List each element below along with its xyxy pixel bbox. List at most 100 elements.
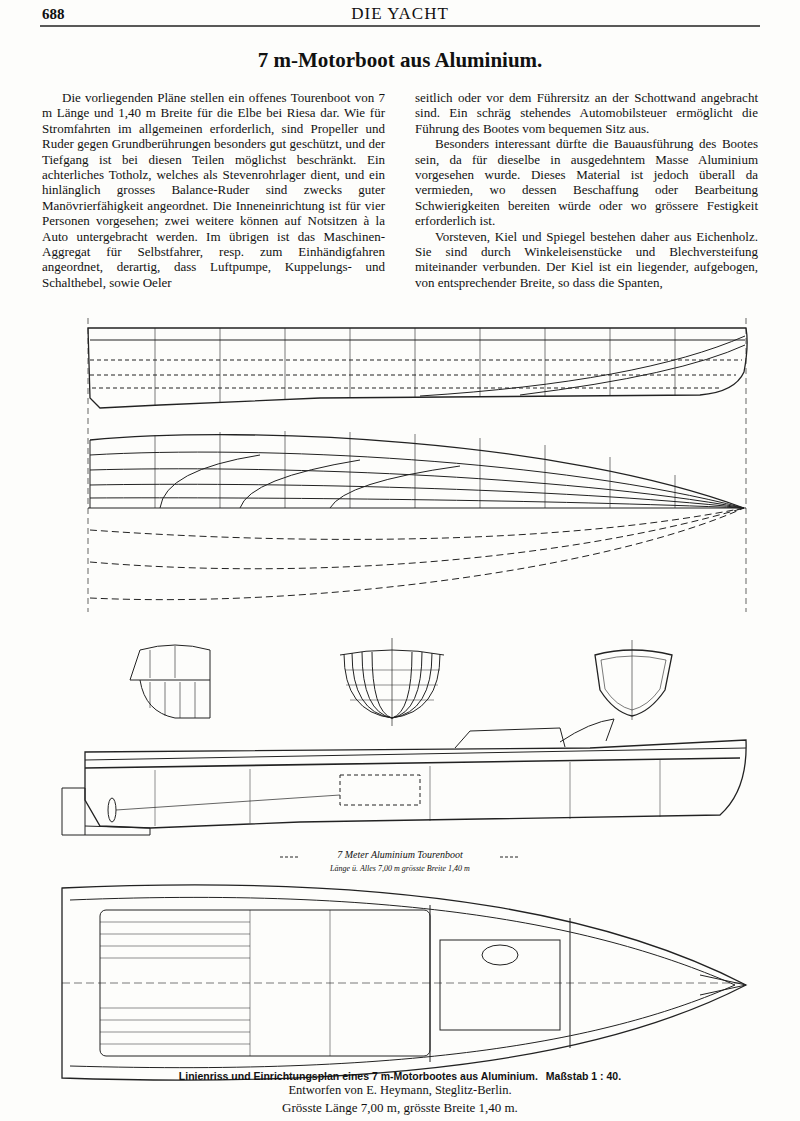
null	[150, 682, 151, 708]
null	[350, 432, 351, 508]
body-sections	[344, 654, 440, 718]
body-sections	[595, 650, 672, 716]
arrangement-profile	[62, 788, 85, 835]
null	[195, 682, 196, 718]
text-column: Die vorliegenden Pläne stellen ein offen…	[42, 90, 385, 290]
null	[285, 431, 286, 508]
half-breadth-plan	[90, 498, 744, 508]
null	[100, 946, 250, 947]
half-breadth-plan	[90, 508, 744, 569]
null	[480, 438, 481, 508]
dimension-note: Länge ü. Alles 7,00 m grösste Breite 1,4…	[0, 864, 800, 873]
sheer-plan	[746, 318, 747, 612]
page-rule	[40, 25, 760, 26]
text-column: seitlich oder vor dem Führersitz an der …	[415, 90, 758, 290]
sheer-plan	[420, 336, 745, 396]
null	[350, 700, 434, 701]
sheer-plan	[90, 360, 742, 361]
plan-view	[100, 910, 430, 1056]
null	[330, 910, 331, 1056]
arrangement-profile	[560, 719, 614, 742]
null	[155, 435, 156, 508]
designer-note: Entworfen von E. Heymann, Steglitz-Berli…	[0, 1083, 800, 1098]
page-rule	[40, 26, 760, 27]
null	[100, 1008, 250, 1009]
null	[430, 766, 431, 821]
sheer-plan	[92, 388, 722, 389]
body-sections	[140, 680, 210, 718]
body-sections	[130, 645, 210, 680]
half-breadth-plan	[90, 508, 744, 600]
plan-view	[62, 885, 746, 1080]
body-sections	[130, 638, 672, 726]
drawing-title: 7 Meter Aluminium Tourenboot	[0, 849, 800, 860]
sheer-plan	[520, 345, 745, 395]
plan-view	[430, 905, 431, 1062]
arrangement-profile	[340, 775, 420, 805]
null	[660, 760, 661, 817]
sheer-plan	[88, 318, 747, 612]
null	[345, 670, 440, 700]
null	[285, 328, 286, 399]
null	[150, 646, 195, 718]
plan-view	[62, 983, 746, 984]
page-number: 688	[42, 6, 65, 23]
null	[346, 685, 438, 686]
null	[175, 646, 176, 678]
plan-view	[700, 975, 746, 995]
arrangement-profile	[108, 798, 116, 822]
body-paragraph: Die vorliegenden Pläne stellen ein offen…	[42, 90, 385, 290]
sheer-plan	[90, 375, 736, 376]
arrangement-profile	[280, 857, 300, 858]
arrangement-profile	[455, 728, 565, 748]
null	[415, 328, 416, 397]
null	[610, 457, 611, 508]
plan-view	[482, 945, 518, 965]
arrangement-profile	[85, 748, 746, 760]
scale-note: Maßstab 1 : 40.	[546, 1070, 621, 1082]
plan-view	[440, 940, 560, 1030]
half-breadth-plan	[90, 508, 744, 539]
null	[155, 770, 156, 826]
arrangement-profile	[116, 795, 340, 810]
null	[570, 762, 571, 819]
null	[155, 328, 156, 405]
null	[480, 328, 481, 396]
sheer-plan	[88, 328, 747, 408]
half-breadth-plan	[90, 469, 744, 508]
arrangement-profile	[62, 719, 746, 857]
plan-view	[70, 897, 735, 1067]
null	[100, 958, 250, 959]
half-breadth-plan	[88, 431, 746, 600]
null	[155, 328, 675, 405]
arrangement-profile	[85, 826, 150, 835]
body-sections	[601, 656, 666, 710]
half-breadth-plan	[90, 484, 744, 508]
half-breadth-plan	[240, 460, 360, 508]
null	[100, 1020, 250, 1021]
body-paragraph: Vorsteven, Kiel und Spiegel bestehen dah…	[415, 229, 758, 291]
null	[250, 769, 251, 823]
arrangement-profile	[500, 857, 520, 858]
dimension-note: Grösste Länge 7,00 m, grösste Breite 1,4…	[0, 1100, 800, 1116]
null	[100, 934, 250, 935]
null	[675, 328, 676, 396]
null	[165, 682, 166, 716]
arrangement-profile	[85, 758, 740, 768]
half-breadth-plan	[330, 466, 460, 508]
null	[155, 760, 660, 826]
body-paragraph: seitlich oder vor dem Führersitz an der …	[415, 90, 758, 136]
null	[345, 670, 440, 671]
running-head: DIE YACHT	[0, 4, 800, 24]
null	[150, 650, 151, 678]
caption-line: Linienriss und Einrichtungsplan eines 7 …	[0, 1066, 800, 1084]
null	[100, 910, 330, 1056]
half-breadth-plan	[90, 452, 744, 508]
null	[545, 328, 546, 396]
body-sections	[392, 638, 393, 726]
sheer-plan	[88, 318, 89, 612]
half-breadth-plan	[90, 435, 744, 508]
plan-view	[570, 918, 571, 1048]
plan-view	[62, 885, 746, 1080]
null	[545, 445, 546, 508]
